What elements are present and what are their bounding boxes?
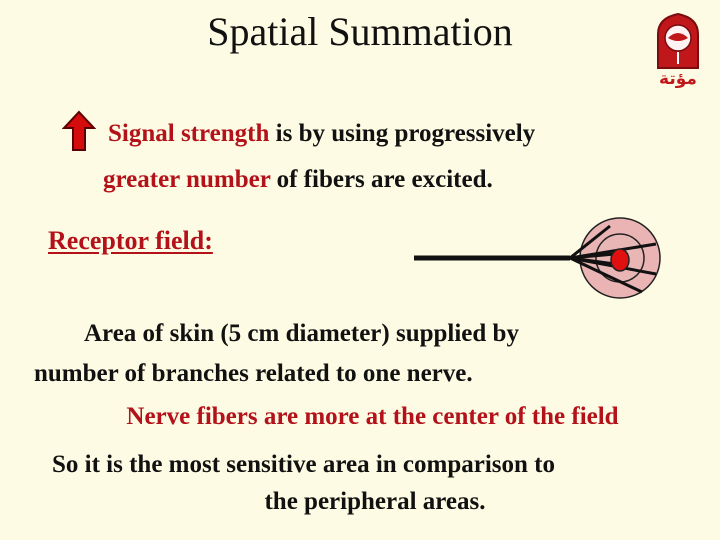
signal-strength-text: Signal strength [108,120,270,147]
nerve-branch [569,224,611,260]
body-line-5: Nerve fibers are more at the center of t… [126,403,619,430]
body-line-7: the peripheral areas. [264,488,486,515]
body-line-4: number of branches related to one nerve. [34,360,473,387]
nerve-branch [569,256,616,266]
slide-title: Spatial Summation [207,9,513,54]
logo-text: مؤتة [659,69,697,88]
nerve-branch [569,256,643,294]
bullet-line-2: greater number of fibers are excited. [103,166,493,194]
greater-number-text: greater number [103,166,271,193]
bullet-line-2-rest: of fibers are excited. [270,166,493,193]
receptor-field-diagram [414,217,661,299]
center-spot [610,248,630,272]
university-logo: مؤتة [657,12,699,88]
body-line-6: So it is the most sensitive area in comp… [52,451,555,478]
nerve-branch [569,252,616,260]
bullet-line-1: Signal strength is by using progressivel… [108,120,535,148]
receptor-field-heading: Receptor field: [48,226,213,255]
body-line-3: Area of skin (5 cm diameter) supplied by [84,320,519,347]
bullet-line-1-rest: is by using progressively [269,120,536,147]
up-arrow-icon [62,110,96,151]
